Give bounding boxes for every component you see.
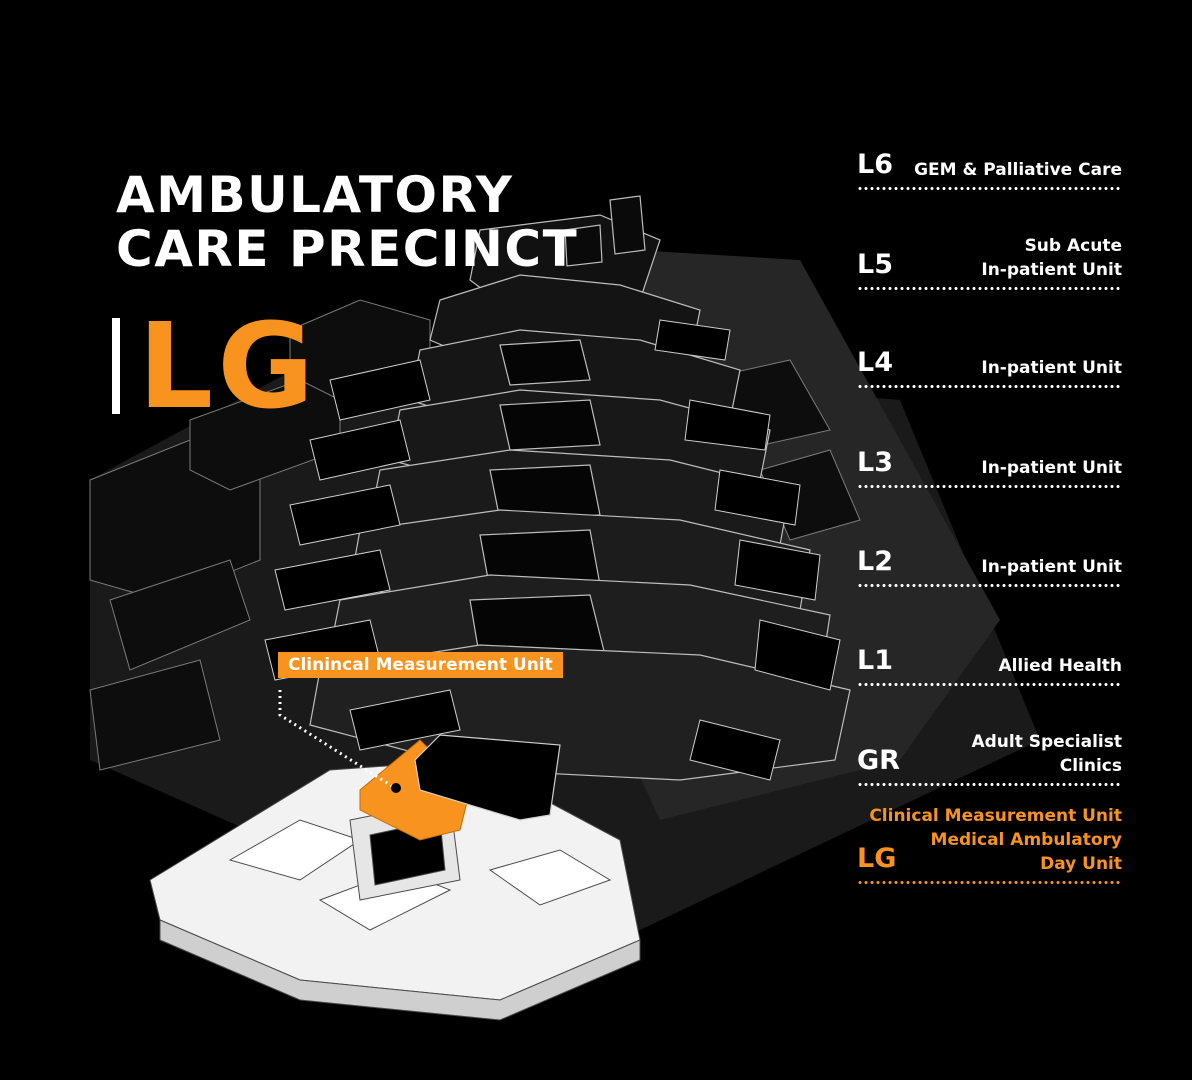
page-title: AMBULATORY CARE PRECINCT bbox=[116, 168, 578, 276]
dotted-rule bbox=[857, 881, 1122, 884]
level-row-l4: L4 In-patient Unit bbox=[857, 348, 1122, 388]
level-code: L4 bbox=[857, 347, 893, 378]
level-code: GR bbox=[857, 745, 900, 776]
title-line-2: CARE PRECINCT bbox=[116, 220, 579, 278]
level-description-line: Day Unit bbox=[1040, 854, 1122, 874]
level-description: GEM & Palliative Care bbox=[914, 158, 1122, 182]
level-description: In-patient Unit bbox=[981, 555, 1122, 579]
callout-label: Clinincal Measurement Unit bbox=[278, 652, 563, 678]
level-description-line: Medical Ambulatory bbox=[930, 830, 1122, 850]
level-description-line: Sub Acute bbox=[1024, 236, 1122, 256]
level-description-line: In-patient Unit bbox=[981, 458, 1122, 478]
current-level-indicator: LG bbox=[112, 306, 318, 426]
dotted-rule bbox=[857, 584, 1122, 587]
dotted-rule bbox=[857, 385, 1122, 388]
level-description-line: Allied Health bbox=[998, 656, 1122, 676]
level-description-line: In-patient Unit bbox=[981, 358, 1122, 378]
level-description-line: Clinical Measurement Unit bbox=[869, 806, 1122, 826]
dotted-rule bbox=[857, 683, 1122, 686]
level-description-line: In-patient Unit bbox=[981, 260, 1122, 280]
callout-leader bbox=[278, 690, 396, 790]
level-row-l6: L6 GEM & Palliative Care bbox=[857, 150, 1122, 190]
level-bar bbox=[112, 318, 120, 414]
level-code: LG bbox=[857, 843, 897, 874]
dotted-rule bbox=[857, 783, 1122, 786]
level-code: L6 bbox=[857, 149, 893, 180]
dotted-rule bbox=[857, 287, 1122, 290]
current-level-code: LG bbox=[138, 297, 319, 435]
level-description: In-patient Unit bbox=[981, 356, 1122, 380]
level-description-line: Clinics bbox=[1059, 756, 1122, 776]
level-code: L1 bbox=[857, 645, 893, 676]
title-line-1: AMBULATORY bbox=[116, 166, 514, 224]
level-row-l3: L3 In-patient Unit bbox=[857, 448, 1122, 488]
level-row-l1: L1 Allied Health bbox=[857, 646, 1122, 686]
level-description-line: GEM & Palliative Care bbox=[914, 160, 1122, 180]
dotted-rule bbox=[857, 187, 1122, 190]
level-row-l2: L2 In-patient Unit bbox=[857, 547, 1122, 587]
level-description: In-patient Unit bbox=[981, 456, 1122, 480]
level-code: L5 bbox=[857, 249, 893, 280]
level-description: Allied Health bbox=[998, 654, 1122, 678]
dotted-rule bbox=[857, 485, 1122, 488]
level-description-line: In-patient Unit bbox=[981, 557, 1122, 577]
callout-dot bbox=[391, 783, 401, 793]
level-description-line: Adult Specialist bbox=[971, 732, 1122, 752]
level-code: L2 bbox=[857, 546, 893, 577]
dark-block bbox=[414, 734, 561, 821]
level-code: L3 bbox=[857, 447, 893, 478]
